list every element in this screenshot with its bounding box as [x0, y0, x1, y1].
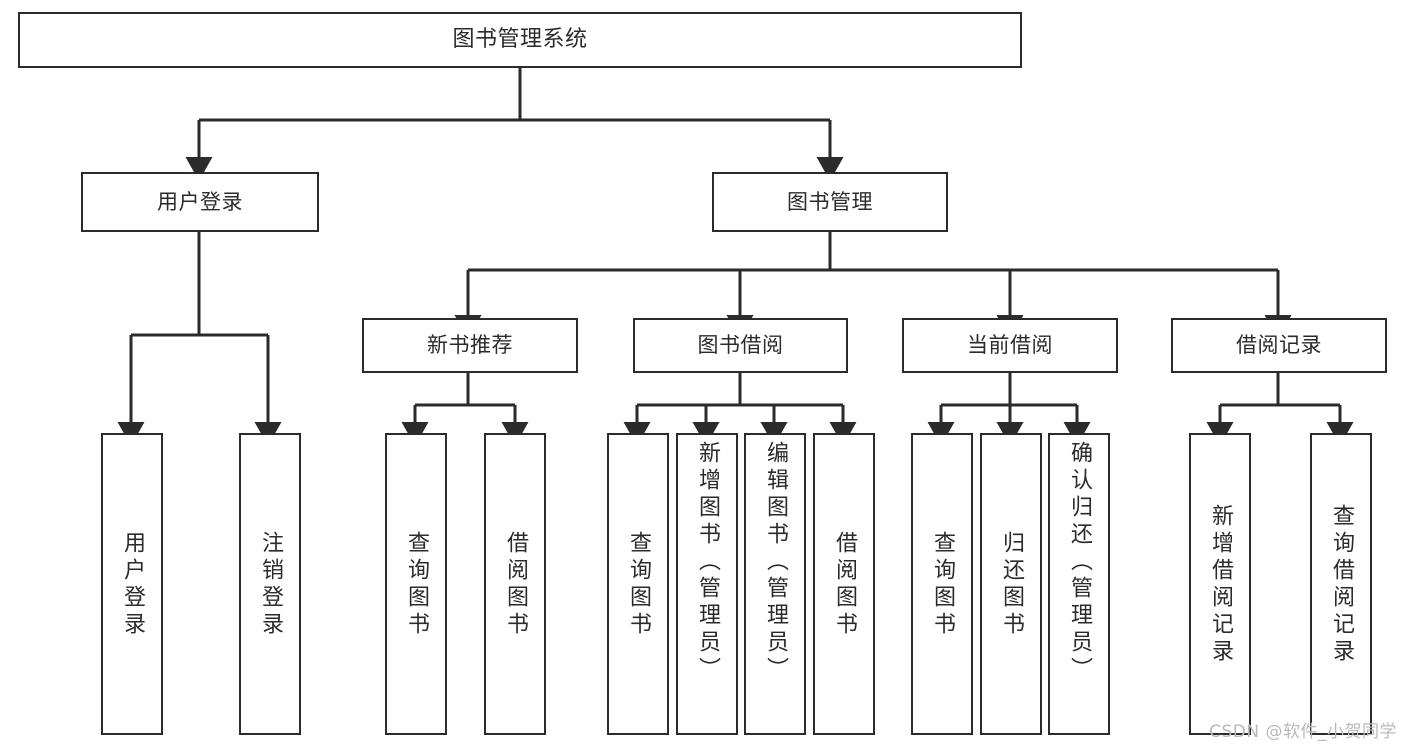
node-label: 确认归还（管理员） [1067, 441, 1092, 684]
node-label: 当前借阅 [967, 333, 1053, 358]
node-borrow-record[interactable]: 借阅记录 [1171, 318, 1387, 373]
node-label: 用户登录 [120, 531, 145, 639]
node-user-login[interactable]: 用户登录 [81, 172, 319, 232]
node-label: 新增借阅记录 [1208, 504, 1233, 666]
node-label: 借阅记录 [1236, 333, 1322, 358]
leaf-borrow-book[interactable]: 借阅图书 [813, 433, 875, 735]
node-label: 图书借阅 [697, 333, 784, 358]
node-book-management[interactable]: 图书管理 [712, 172, 948, 232]
leaf-query-borrow-record[interactable]: 查询借阅记录 [1310, 433, 1372, 735]
node-label: 查询借阅记录 [1329, 504, 1354, 666]
node-book-borrow[interactable]: 图书借阅 [633, 318, 848, 373]
node-label: 查询图书 [626, 531, 651, 639]
node-label: 查询图书 [930, 531, 955, 639]
leaf-add-book-admin[interactable]: 新增图书（管理员） [676, 433, 738, 735]
node-label: 借阅图书 [832, 531, 857, 639]
leaf-return-book[interactable]: 归还图书 [980, 433, 1042, 735]
leaf-user-login[interactable]: 用户登录 [101, 433, 163, 735]
leaf-query-book-recommend[interactable]: 查询图书 [385, 433, 447, 735]
node-root-system[interactable]: 图书管理系统 [18, 12, 1022, 68]
node-label: 新增图书（管理员） [695, 441, 720, 684]
leaf-query-book-current[interactable]: 查询图书 [911, 433, 973, 735]
node-label: 注销登录 [258, 531, 283, 639]
node-new-book-recommend[interactable]: 新书推荐 [362, 318, 578, 373]
node-label: 图书管理系统 [452, 27, 588, 53]
node-label: 查询图书 [404, 531, 429, 639]
watermark: CSDN @软件_小贺同学 [1209, 722, 1397, 742]
node-label: 用户登录 [157, 189, 243, 214]
leaf-add-borrow-record[interactable]: 新增借阅记录 [1189, 433, 1251, 735]
node-label: 借阅图书 [503, 531, 528, 639]
node-label: 编辑图书（管理员） [763, 441, 788, 684]
leaf-edit-book-admin[interactable]: 编辑图书（管理员） [744, 433, 806, 735]
leaf-borrow-book-recommend[interactable]: 借阅图书 [484, 433, 546, 735]
node-label: 归还图书 [999, 531, 1024, 639]
leaf-confirm-return-admin[interactable]: 确认归还（管理员） [1048, 433, 1110, 735]
node-label: 图书管理 [787, 189, 873, 214]
node-label: 新书推荐 [427, 333, 513, 358]
leaf-user-logout[interactable]: 注销登录 [239, 433, 301, 735]
leaf-query-book[interactable]: 查询图书 [607, 433, 669, 735]
node-current-borrow[interactable]: 当前借阅 [902, 318, 1118, 373]
